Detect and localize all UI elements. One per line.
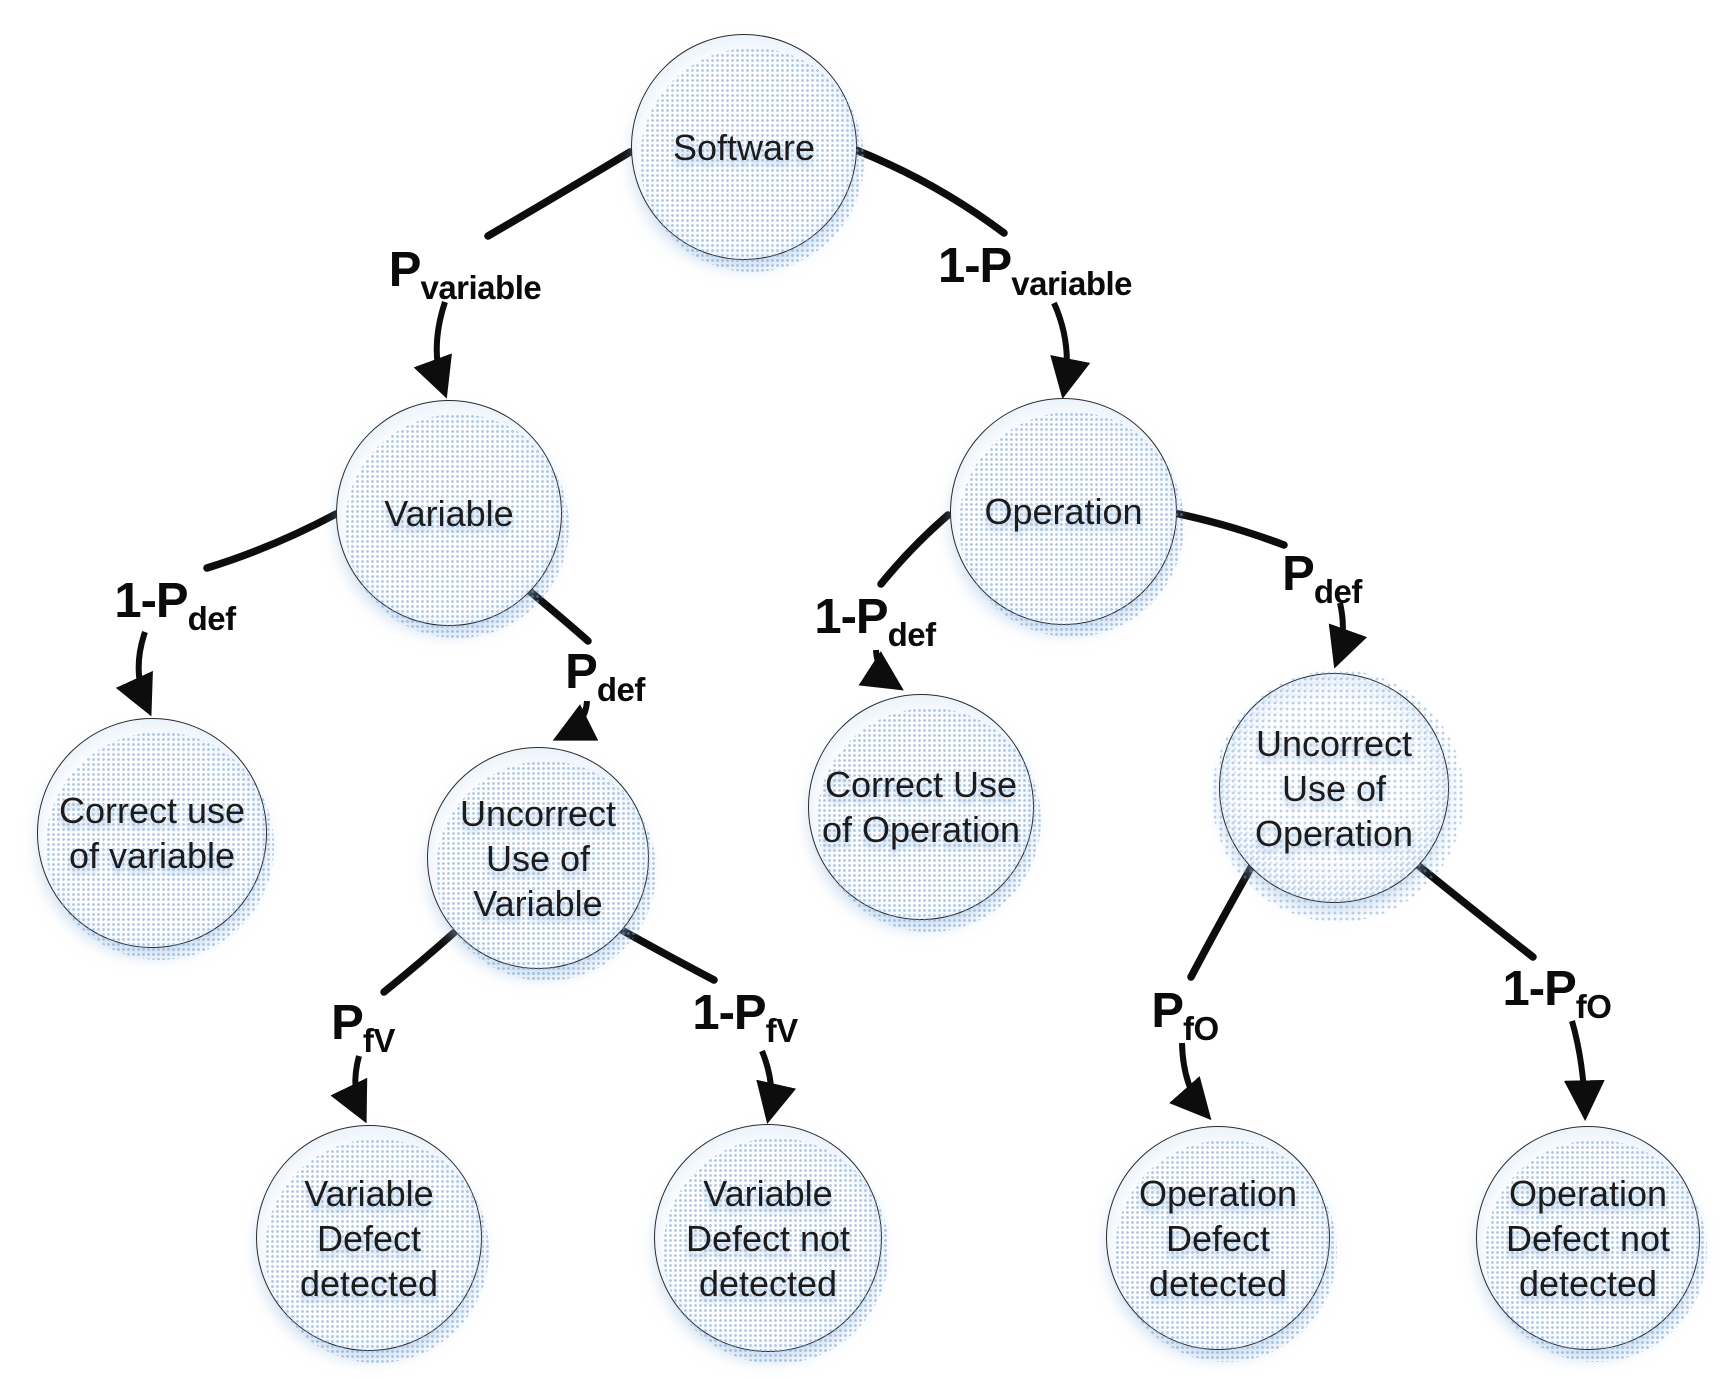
edge-variable-to-correct-use-arrow bbox=[115, 631, 153, 717]
edge-label-p-variable: Pvariable bbox=[388, 243, 542, 306]
node-variable-defect-detected: Variable Defect detected bbox=[256, 1125, 482, 1351]
edge-uncorrect-variable-to-not-detected-arrow bbox=[756, 1049, 797, 1124]
node-operation-defect-not-detected-label: Operation Defect not detected bbox=[1505, 1172, 1671, 1304]
edge-operation-to-uncorrect-use-arrow bbox=[1328, 602, 1368, 669]
edge-label-p-def-left: Pdef bbox=[565, 645, 645, 708]
edge-label-one-minus-p-def-right: 1-Pdef bbox=[814, 590, 936, 653]
edge-label-p-fo: PfO bbox=[1151, 984, 1219, 1047]
node-uncorrect-use-of-variable: Uncorrect Use of Variable bbox=[427, 747, 649, 969]
edge-software-to-variable-arrow bbox=[413, 301, 452, 399]
edge-label-one-minus-p-variable: 1-Pvariable bbox=[937, 239, 1133, 302]
node-variable: Variable bbox=[336, 400, 562, 626]
node-operation-defect-not-detected: Operation Defect not detected bbox=[1476, 1126, 1700, 1350]
edge-label-one-minus-p-fv: 1-PfV bbox=[692, 986, 798, 1049]
edge-software-to-operation-arrow bbox=[1050, 301, 1091, 400]
edge-variable-to-correct-use-line bbox=[203, 510, 340, 572]
edge-operation-to-correct-use-line bbox=[877, 511, 952, 588]
edge-label-p-fv: PfV bbox=[331, 996, 395, 1059]
node-uncorrect-use-of-operation: Uncorrect Use of Operation bbox=[1219, 673, 1449, 903]
node-operation-defect-detected-label: Operation Defect detected bbox=[1138, 1172, 1298, 1304]
edge-operation-to-correct-use-arrow bbox=[858, 649, 904, 691]
edge-uncorrect-variable-to-detected-line bbox=[380, 926, 461, 996]
edge-software-to-operation-line bbox=[852, 146, 1008, 237]
edge-uncorrect-operation-to-not-detected-arrow bbox=[1563, 1020, 1605, 1122]
node-correct-use-of-variable-label: Correct use of variable bbox=[58, 790, 246, 876]
node-variable-label: Variable bbox=[384, 492, 514, 534]
node-correct-use-of-variable: Correct use of variable bbox=[37, 718, 267, 948]
edge-operation-to-uncorrect-use-line bbox=[1170, 509, 1288, 549]
edge-label-p-def-right: Pdef bbox=[1282, 547, 1362, 610]
node-operation-defect-detected: Operation Defect detected bbox=[1106, 1126, 1330, 1350]
node-variable-defect-not-detected-label: Variable Defect not detected bbox=[685, 1172, 851, 1304]
node-correct-use-of-operation-label: Correct Use of Operation bbox=[821, 764, 1021, 850]
node-uncorrect-use-of-variable-label: Uncorrect Use of Variable bbox=[459, 792, 617, 924]
edge-uncorrect-variable-to-detected-arrow bbox=[330, 1055, 368, 1124]
node-software: Software bbox=[631, 34, 857, 260]
edge-software-to-variable-line bbox=[484, 148, 634, 240]
node-variable-defect-detected-label: Variable Defect detected bbox=[299, 1172, 439, 1304]
node-software-label: Software bbox=[672, 126, 816, 168]
node-correct-use-of-operation: Correct Use of Operation bbox=[808, 694, 1034, 920]
edge-label-one-minus-p-fo: 1-PfO bbox=[1502, 962, 1612, 1025]
edge-uncorrect-operation-to-detected-arrow bbox=[1169, 1042, 1212, 1121]
edge-variable-to-uncorrect-use-arrow bbox=[552, 700, 599, 741]
node-variable-defect-not-detected: Variable Defect not detected bbox=[654, 1124, 882, 1352]
node-uncorrect-use-of-operation-label: Uncorrect Use of Operation bbox=[1254, 722, 1414, 854]
node-operation: Operation bbox=[950, 398, 1177, 625]
edge-label-one-minus-p-def-left: 1-Pdef bbox=[114, 574, 236, 637]
node-operation-label: Operation bbox=[984, 491, 1143, 532]
edge-uncorrect-operation-to-detected-line bbox=[1187, 860, 1257, 981]
